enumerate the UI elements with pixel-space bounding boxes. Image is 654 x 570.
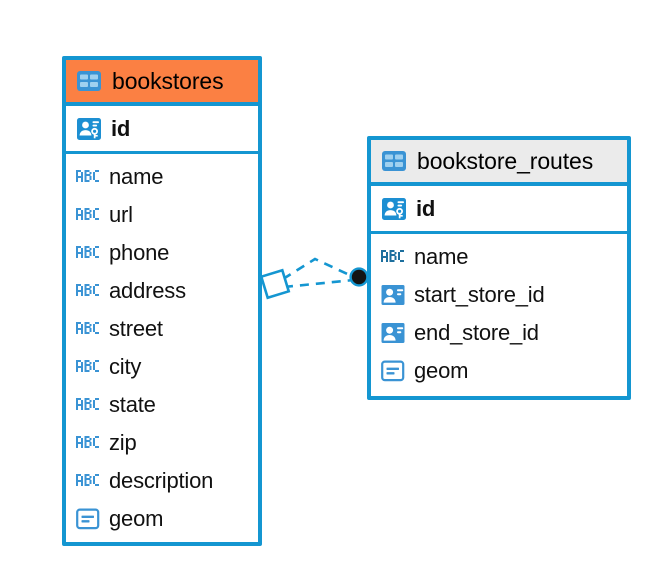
field-label: name bbox=[414, 244, 469, 269]
entity-title: bookstore_routes bbox=[417, 147, 594, 174]
geometry-icon bbox=[381, 360, 405, 382]
field-row-name[interactable]: name bbox=[66, 158, 258, 196]
field-label: street bbox=[109, 316, 163, 341]
field-label: geom bbox=[414, 358, 469, 383]
text-abc-icon bbox=[76, 283, 100, 299]
field-row-geom[interactable]: geom bbox=[66, 500, 258, 538]
field-list-bookstore-routes: name start_store_id bbox=[371, 234, 627, 396]
field-row-phone[interactable]: phone bbox=[66, 234, 258, 272]
field-label: url bbox=[109, 202, 133, 227]
field-row-zip[interactable]: zip bbox=[66, 424, 258, 462]
text-abc-icon bbox=[381, 249, 405, 265]
table-icon bbox=[76, 68, 102, 94]
foreign-key-icon bbox=[381, 283, 405, 307]
diamond-outline-marker bbox=[259, 268, 291, 300]
field-row-name[interactable]: name bbox=[371, 238, 627, 276]
relationship-line-lower bbox=[283, 278, 355, 289]
text-abc-icon bbox=[76, 435, 100, 451]
geometry-icon bbox=[76, 508, 100, 530]
primary-key-icon bbox=[76, 116, 102, 142]
field-row-id[interactable]: id bbox=[66, 106, 258, 151]
primary-key-icon bbox=[381, 196, 407, 222]
field-label: city bbox=[109, 354, 142, 379]
field-row-end-store-id[interactable]: end_store_id bbox=[371, 314, 627, 352]
field-label: start_store_id bbox=[414, 282, 545, 307]
text-abc-icon bbox=[76, 321, 100, 337]
table-icon bbox=[381, 148, 407, 174]
field-row-start-store-id[interactable]: start_store_id bbox=[371, 276, 627, 314]
field-label: state bbox=[109, 392, 156, 417]
primary-key-section: id bbox=[66, 106, 258, 154]
entity-header-bookstore-routes[interactable]: bookstore_routes bbox=[371, 140, 627, 186]
field-label: end_store_id bbox=[414, 320, 539, 345]
filled-circle-marker bbox=[349, 267, 369, 287]
entity-header-bookstores[interactable]: bookstores bbox=[66, 60, 258, 106]
entity-bookstores[interactable]: bookstores id bbox=[62, 56, 262, 546]
field-label: phone bbox=[109, 240, 170, 265]
field-row-geom[interactable]: geom bbox=[371, 352, 627, 390]
field-label: id bbox=[111, 115, 131, 141]
field-row-street[interactable]: street bbox=[66, 310, 258, 348]
field-row-city[interactable]: city bbox=[66, 348, 258, 386]
text-abc-icon bbox=[76, 473, 100, 489]
field-label: name bbox=[109, 164, 164, 189]
foreign-key-icon bbox=[381, 321, 405, 345]
relationship-line-upper bbox=[282, 257, 357, 281]
field-row-url[interactable]: url bbox=[66, 196, 258, 234]
field-label: description bbox=[109, 468, 214, 493]
text-abc-icon bbox=[76, 397, 100, 413]
text-abc-icon bbox=[76, 207, 100, 223]
text-abc-icon bbox=[76, 359, 100, 375]
field-list-bookstores: name bbox=[66, 154, 258, 544]
field-row-address[interactable]: address bbox=[66, 272, 258, 310]
field-label: address bbox=[109, 278, 186, 303]
text-abc-icon bbox=[76, 169, 100, 185]
entity-bookstore-routes[interactable]: bookstore_routes id bbox=[367, 136, 631, 400]
field-row-state[interactable]: state bbox=[66, 386, 258, 424]
field-label: geom bbox=[109, 506, 164, 531]
entity-title: bookstores bbox=[112, 67, 224, 94]
field-row-id[interactable]: id bbox=[371, 186, 627, 231]
text-abc-icon bbox=[76, 245, 100, 261]
field-label: zip bbox=[109, 430, 137, 455]
field-label: id bbox=[416, 195, 436, 221]
primary-key-section: id bbox=[371, 186, 627, 234]
field-row-description[interactable]: description bbox=[66, 462, 258, 500]
